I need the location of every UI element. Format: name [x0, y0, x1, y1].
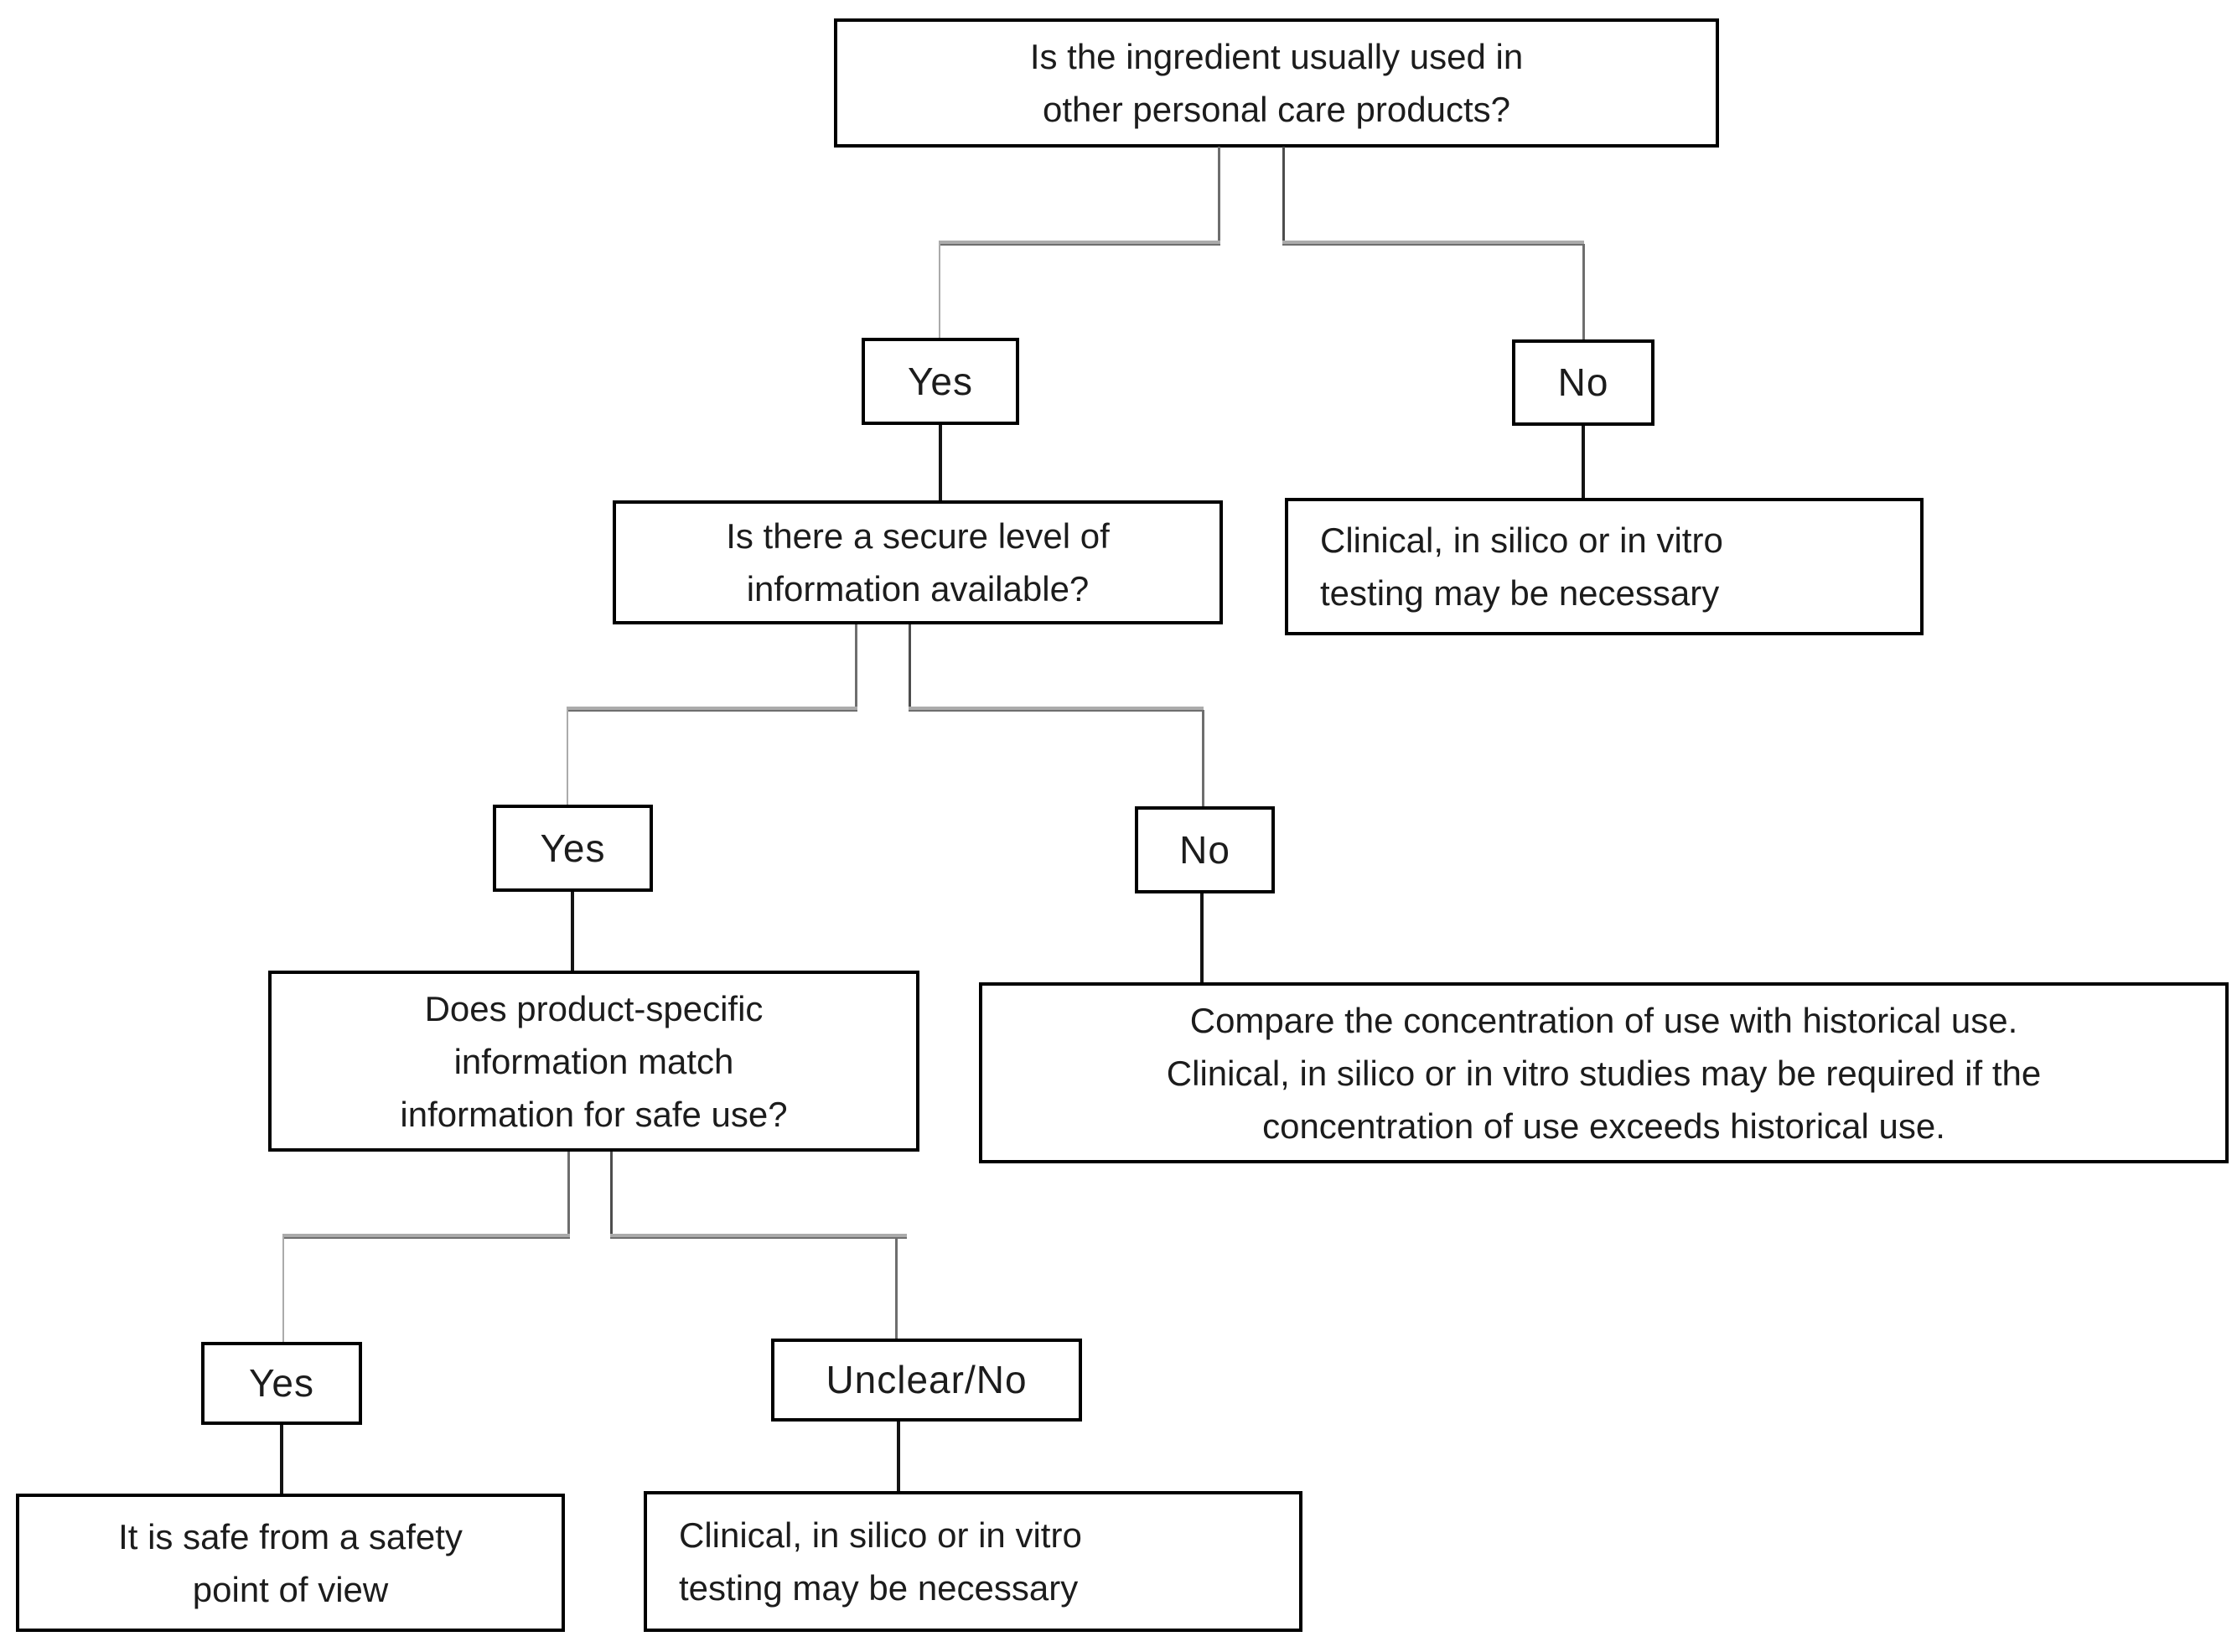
branch-label-yes-1: Yes — [862, 338, 1019, 425]
connector-unclear-r4 — [897, 1422, 900, 1491]
connector-q1-no1-drop — [1582, 244, 1585, 339]
connector-q2-no2-drop — [1202, 710, 1204, 806]
outcome-box-safe: It is safe from a safety point of view — [16, 1494, 565, 1632]
decision-box-ingredient-usage: Is the ingredient usually used in other … — [834, 18, 1719, 148]
connector-no1-r1 — [1582, 426, 1585, 498]
branch-label-no-2: No — [1135, 806, 1275, 893]
connector-q1-yes1-horizontal — [939, 241, 1220, 246]
outcome-box-compare-concentration: Compare the concentration of use with hi… — [979, 982, 2229, 1163]
connector-q1-right-stub — [1282, 147, 1285, 245]
connector-q1-no1-horizontal — [1282, 241, 1584, 246]
connector-q1-left-stub — [1218, 147, 1220, 245]
branch-label-no-1: No — [1512, 339, 1654, 426]
connector-q2-right-stub — [909, 624, 911, 710]
outcome-box-testing-necessary-2: Clinical, in silico or in vitro testing … — [644, 1491, 1302, 1632]
connector-q3-left-stub — [567, 1152, 570, 1237]
outcome-box-testing-necessary-1: Clinical, in silico or in vitro testing … — [1285, 498, 1924, 635]
connector-q2-left-stub — [855, 624, 857, 710]
connector-q3-yes3-horizontal — [282, 1234, 570, 1239]
connector-yes3-r3 — [280, 1425, 283, 1494]
decision-box-secure-information: Is there a secure level of information a… — [613, 500, 1223, 624]
connector-no2-r2 — [1200, 893, 1204, 982]
connector-q2-yes2-horizontal — [567, 707, 857, 712]
connector-yes2-q3 — [571, 892, 574, 971]
connector-q3-unclear-horizontal — [610, 1234, 907, 1239]
connector-q3-right-stub — [610, 1152, 613, 1237]
connector-yes1-q2 — [939, 425, 942, 500]
branch-label-yes-2: Yes — [493, 805, 653, 892]
decision-box-product-specific-match: Does product-specific information match … — [268, 971, 919, 1152]
branch-label-yes-3: Yes — [201, 1342, 362, 1425]
connector-q3-yes3-drop — [282, 1237, 284, 1342]
connector-q2-no2-horizontal — [909, 707, 1204, 712]
connector-q1-yes1-drop — [939, 244, 940, 338]
connector-q2-yes2-drop — [567, 710, 568, 805]
branch-label-unclear-no: Unclear/No — [771, 1339, 1082, 1422]
connector-q3-unclear-drop — [895, 1237, 898, 1339]
